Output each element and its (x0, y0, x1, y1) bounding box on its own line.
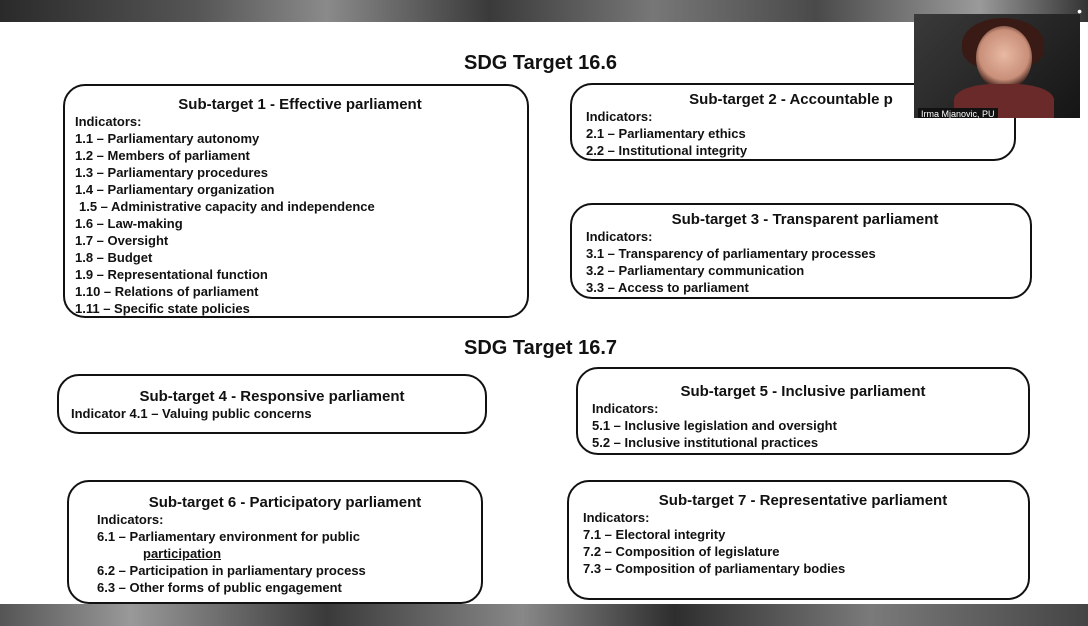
subtarget-5-box: Sub-target 5 - Inclusive parliament Indi… (576, 367, 1030, 455)
subtarget-6-title: Sub-target 6 - Participatory parliament (148, 494, 422, 511)
indicator-item: 2.2 – Institutional integrity (586, 143, 748, 158)
subtarget-3-title: Sub-target 3 - Transparent parliament (671, 211, 939, 228)
sdg-heading-16-7: SDG Target 16.7 (464, 337, 618, 359)
indicator-item-continued: participation (143, 546, 222, 561)
indicator-item: 7.2 – Composition of legislature (583, 544, 780, 559)
indicator-item: 7.3 – Composition of parliamentary bodie… (583, 561, 846, 576)
indicator-item: 1.9 – Representational function (75, 267, 268, 282)
subtarget-2-title: Sub-target 2 - Accountable p (689, 91, 893, 108)
indicator-item: 6.1 – Parliamentary environment for publ… (97, 529, 360, 544)
indicator-item: 1.10 – Relations of parliament (75, 284, 259, 299)
indicator-item: 1.1 – Parliamentary autonomy (75, 131, 260, 146)
participant-name-label: Irma Mjanovic, PU (918, 108, 998, 118)
indicator-item: 3.1 – Transparency of parliamentary proc… (586, 246, 876, 261)
top-toolbar: • (0, 0, 1088, 22)
subtarget-1-title: Sub-target 1 - Effective parliament (178, 96, 422, 113)
subtarget-7-box: Sub-target 7 - Representative parliament… (567, 480, 1030, 600)
indicator-item: 1.2 – Members of parliament (75, 148, 250, 163)
indicator-item: 1.8 – Budget (75, 250, 153, 265)
indicator-item: 1.11 – Specific state policies (75, 301, 250, 316)
indicator-item: 1.6 – Law-making (75, 216, 183, 231)
indicator-item: 2.1 – Parliamentary ethics (586, 126, 746, 141)
participant-video-tile[interactable]: Irma Mjanovic, PU (914, 14, 1080, 118)
indicators-label: Indicators: (583, 510, 650, 525)
indicators-label: Indicators: (586, 109, 653, 124)
subtarget-6-box: Sub-target 6 - Participatory parliament … (67, 480, 483, 604)
indicators-label: Indicators: (592, 401, 659, 416)
indicator-item: 3.3 – Access to parliament (586, 280, 749, 295)
indicator-item: 1.3 – Parliamentary procedures (75, 165, 268, 180)
video-face (976, 26, 1032, 90)
indicator-item: 3.2 – Parliamentary communication (586, 263, 805, 278)
indicator-item: 6.2 – Participation in parliamentary pro… (97, 563, 366, 578)
indicator-item: 5.1 – Inclusive legislation and oversigh… (592, 418, 837, 433)
subtarget-4-title: Sub-target 4 - Responsive parliament (139, 388, 405, 405)
indicator-item: Indicator 4.1 – Valuing public concerns (71, 406, 312, 421)
indicator-item: 1.4 – Parliamentary organization (75, 182, 275, 197)
indicators-label: Indicators: (97, 512, 164, 527)
indicator-item: 1.5 – Administrative capacity and indepe… (79, 199, 375, 214)
indicator-item: 1.7 – Oversight (75, 233, 169, 248)
subtarget-7-title: Sub-target 7 - Representative parliament (658, 492, 948, 509)
subtarget-4-box: Sub-target 4 - Responsive parliament Ind… (57, 374, 487, 434)
more-options-icon[interactable]: • (1077, 3, 1082, 19)
subtarget-5-title: Sub-target 5 - Inclusive parliament (680, 383, 926, 400)
sdg-heading-16-6: SDG Target 16.6 (464, 52, 618, 74)
bottom-toolbar (0, 604, 1088, 626)
indicator-item: 5.2 – Inclusive institutional practices (592, 435, 819, 450)
indicators-label: Indicators: (75, 114, 142, 129)
indicator-item: 6.3 – Other forms of public engagement (97, 580, 342, 595)
indicator-item: 7.1 – Electoral integrity (583, 527, 726, 542)
subtarget-3-box: Sub-target 3 - Transparent parliament In… (570, 203, 1032, 299)
indicators-label: Indicators: (586, 229, 653, 244)
subtarget-1-box: Sub-target 1 - Effective parliament Indi… (63, 84, 529, 318)
